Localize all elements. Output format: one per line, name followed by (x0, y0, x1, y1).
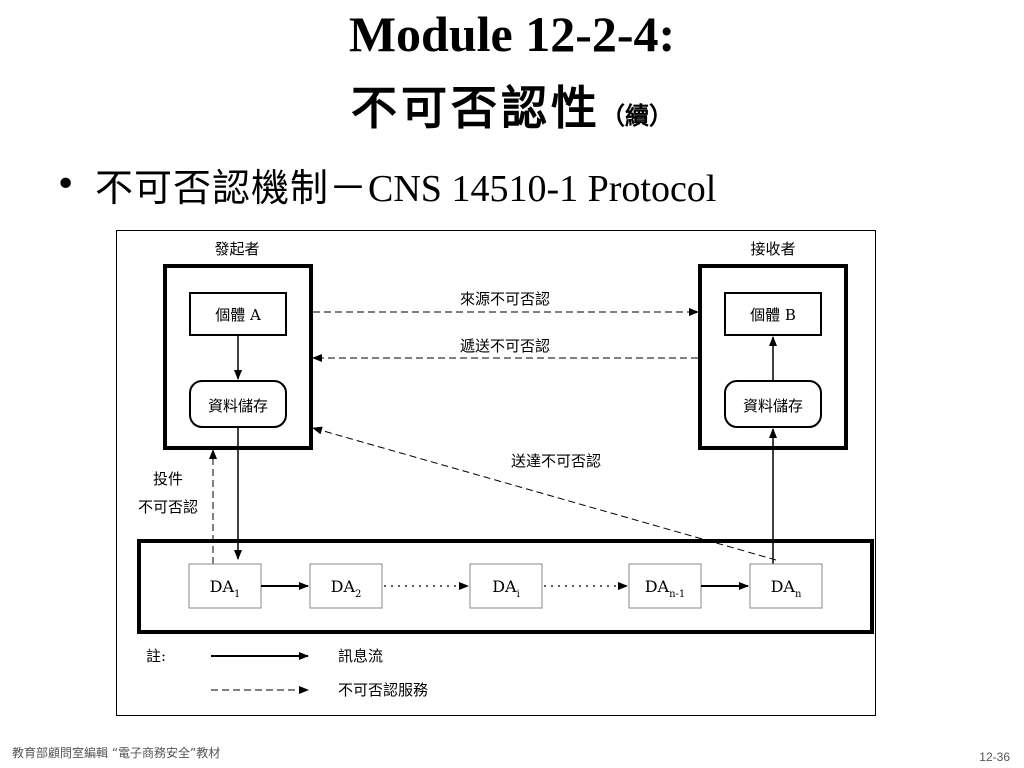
bullet-text-zh: 不可否認機制－ (95, 165, 369, 210)
da-node-i: DAi (469, 563, 543, 609)
da-node-n-1-sub: n-1 (669, 589, 685, 600)
nrs-label: 遞送不可否認 (460, 337, 550, 355)
da-node-i-label: DAi (492, 577, 520, 600)
storage-b-label: 資料儲存 (743, 397, 803, 415)
da-node-2: DA2 (309, 563, 383, 609)
legend-dashed-label: 不可否認服務 (338, 681, 428, 699)
recipient-label: 接收者 (750, 240, 795, 258)
page-number: 12-36 (979, 750, 1010, 764)
bullet-item: • 不可否認機制－CNS 14510-1 Protocol (55, 156, 716, 212)
bullet-text: 不可否認機制－CNS 14510-1 Protocol (95, 157, 716, 212)
delivery-channel-box (137, 539, 874, 634)
nrsub-label-line2: 不可否認 (138, 498, 198, 516)
bullet-marker: • (55, 163, 77, 205)
entity-b-label: 個體 B (750, 306, 796, 324)
da-node-n-1-base: DA (645, 577, 670, 596)
da-node-n-base: DA (771, 577, 796, 596)
bullet-text-en: CNS 14510-1 Protocol (368, 167, 717, 210)
da-node-n-1: DAn-1 (628, 563, 702, 609)
footer-source: 教育部顧問室編輯 “電子商務安全”教材 (12, 746, 221, 760)
da-node-i-base: DA (492, 577, 517, 596)
entity-a-label: 個體 A (215, 306, 261, 324)
da-node-i-sub: i (517, 589, 520, 600)
subtitle-text: 不可否認性 (351, 81, 601, 135)
nrsub-label-line1: 投件 (153, 470, 183, 488)
nrd-dashed-arrow (312, 426, 777, 561)
da-node-1-sub: 1 (234, 589, 240, 600)
entity-b-box (724, 292, 822, 336)
da-node-n: DAn (749, 563, 823, 609)
legend-solid-label: 訊息流 (338, 647, 383, 665)
slide-title: Module 12-2-4: (348, 6, 676, 62)
da-node-1-label: DA1 (210, 577, 241, 600)
storage-a-label: 資料儲存 (208, 397, 268, 415)
subtitle-suffix: （續） (601, 101, 673, 130)
da-node-n-label: DAn (771, 577, 802, 600)
nro-label: 來源不可否認 (460, 290, 550, 308)
slide-subtitle: 不可否認性（續） (0, 78, 1024, 146)
da-node-n-sub: n (795, 589, 802, 600)
nrd-label: 送達不可否認 (511, 452, 601, 470)
protocol-diagram: 發起者 接收者 個體 A 個體 B 資料儲存 資料儲存 來源不可否認 遞送不可否… (116, 230, 876, 716)
da-node-2-base: DA (331, 577, 356, 596)
da-node-1-base: DA (210, 577, 235, 596)
da-node-n-1-label: DAn-1 (645, 577, 686, 600)
da-node-2-label: DA2 (331, 577, 362, 600)
da-node-2-sub: 2 (355, 589, 361, 600)
originator-label: 發起者 (214, 240, 259, 258)
legend-note-label: 註: (146, 647, 166, 665)
da-node-1: DA1 (188, 563, 262, 609)
